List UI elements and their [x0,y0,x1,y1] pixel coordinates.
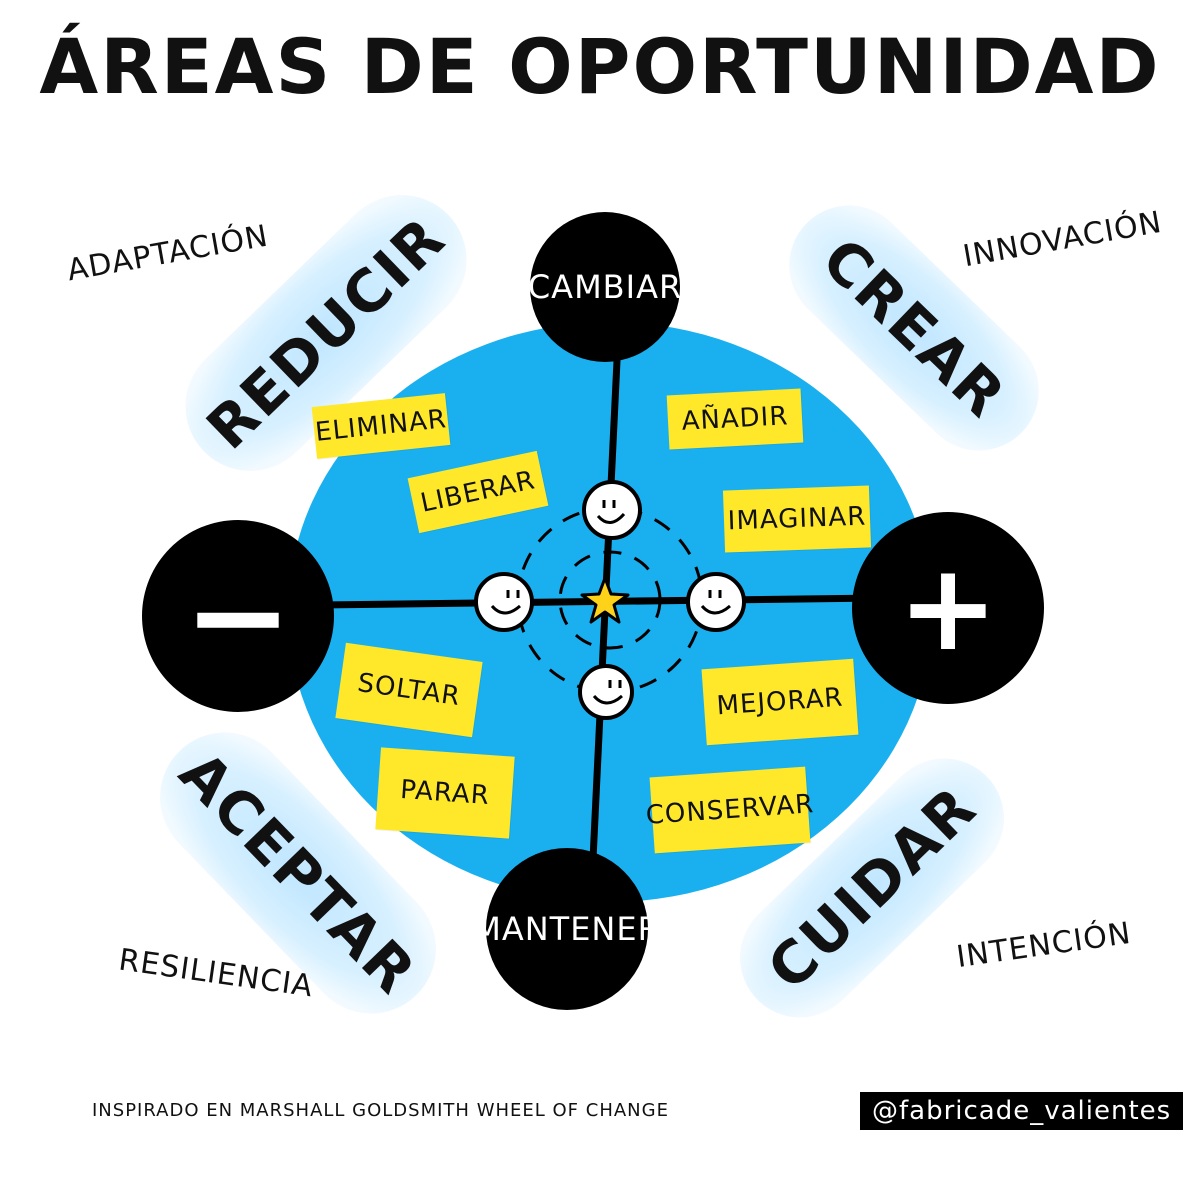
smiley-face-icon [582,480,642,540]
smiley-face-icon [686,572,746,632]
node-mantener: MANTENER [473,848,660,1010]
sticky-conservar: CONSERVAR [645,766,815,854]
smiley-face-icon [578,664,634,720]
node-cambiar-label: CAMBIAR [527,268,683,306]
page-title: ÁREAS DE OPORTUNIDAD [39,22,1161,111]
node-plus: + [852,512,1044,704]
sticky-anadir: AÑADIR [666,388,804,450]
node-mantener-label: MANTENER [473,910,661,948]
sticky-parar: PARAR [375,747,515,839]
sticky-imaginar: IMAGINAR [722,485,872,553]
author-handle: @fabricade_valientes [860,1092,1184,1130]
star-icon [580,576,630,624]
smiley-face-icon [474,572,534,632]
sticky-mejorar: MEJORAR [701,658,859,746]
footer-credit: INSPIRADO EN MARSHALL GOLDSMITH WHEEL OF… [92,1100,669,1121]
node-cambiar: CAMBIAR [527,212,683,362]
node-minus: − [142,520,334,712]
minus-icon: − [183,540,293,692]
plus-icon: + [897,538,999,678]
